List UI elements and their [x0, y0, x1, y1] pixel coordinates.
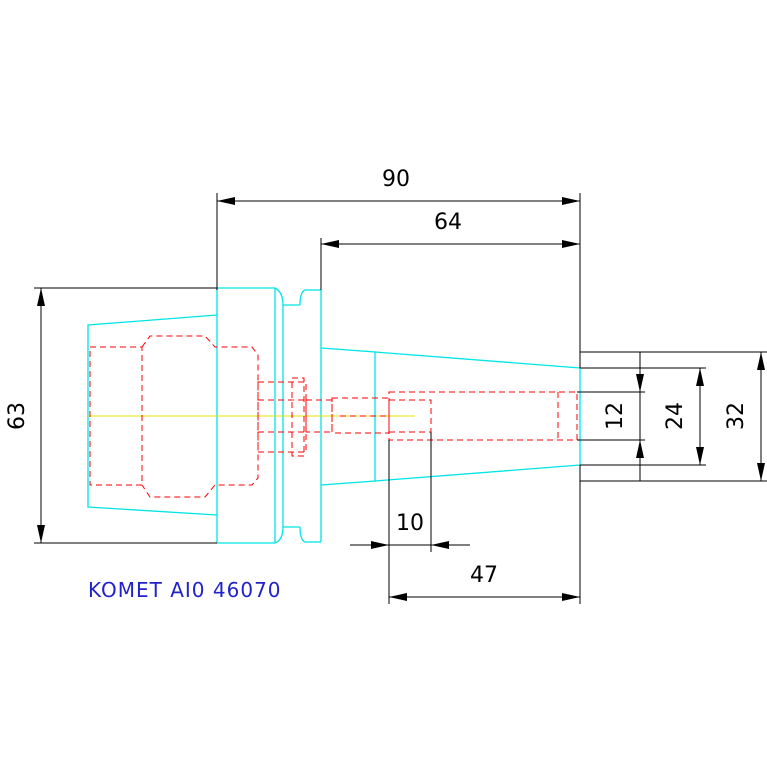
dim-shank-diameter: 32: [724, 402, 749, 430]
dimension-lines: [34, 193, 767, 604]
dim-bore-diameter: 12: [603, 402, 628, 430]
dim-overall-length: 90: [382, 167, 410, 192]
dim-taper-length: 64: [434, 210, 462, 235]
dim-mid-diameter: 24: [663, 402, 688, 430]
dim-bore-depth: 47: [470, 563, 498, 588]
dim-offset: 10: [396, 511, 424, 536]
dim-flange-diameter: 63: [5, 402, 30, 430]
part-caption: KOMET AI0 46070: [88, 578, 282, 602]
hidden-lines: [89, 335, 578, 498]
